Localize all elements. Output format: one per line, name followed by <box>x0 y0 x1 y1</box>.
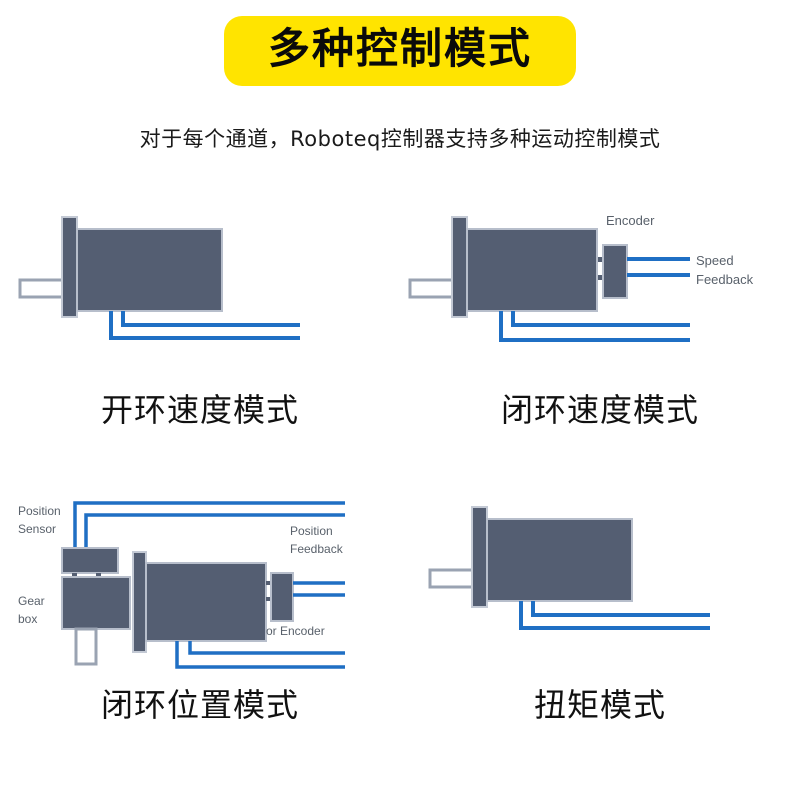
diagram-motor-gearbox-sensor: Position Sensor Gear box Position Feedba… <box>0 485 400 700</box>
motor-shaft <box>408 278 460 299</box>
power-wire-outer <box>175 641 345 669</box>
motor-body <box>76 228 223 312</box>
sensor-wire-outer <box>73 501 345 550</box>
motor-flange <box>471 506 488 608</box>
mode-card-closed-loop-position: Position Sensor Gear box Position Feedba… <box>0 485 400 775</box>
diagram-motor-plain-1 <box>0 195 400 410</box>
motor-body <box>145 562 267 642</box>
mode-caption-open-loop-speed: 开环速度模式 <box>100 391 299 429</box>
subtitle-text: 对于每个通道，Roboteq控制器支持多种运动控制模式 <box>139 127 661 151</box>
label-position-sensor-line1: Position <box>18 504 61 518</box>
sensor-pin-2 <box>96 573 101 577</box>
gearbox-block <box>61 576 131 630</box>
sensor-wire-inner <box>84 513 345 550</box>
mode-caption-closed-loop-position: 闭环位置模式 <box>100 686 299 724</box>
motor-flange <box>132 551 147 653</box>
label-or-encoder: or Encoder <box>266 624 325 638</box>
encoder-pin-2 <box>598 275 602 280</box>
sensor-pin-1 <box>72 573 77 577</box>
motor-shaft <box>428 568 480 589</box>
title-banner: 多种控制模式 <box>0 16 800 87</box>
label-position-sensor-line2: Sensor <box>18 522 56 536</box>
label-encoder: Encoder <box>606 213 655 228</box>
label-gear-line1: Gear <box>18 594 45 608</box>
motor-shaft <box>18 278 70 299</box>
diagram-motor-encoder: Encoder Speed Feedback <box>400 195 800 410</box>
mode-caption-closed-loop-speed: 闭环速度模式 <box>500 391 699 429</box>
label-feedback: Feedback <box>696 272 754 287</box>
motor-flange <box>451 216 468 318</box>
power-wire-outer <box>499 311 690 342</box>
encoder-pin-1 <box>266 581 270 585</box>
position-sensor-block <box>61 547 119 574</box>
power-wire-outer <box>109 311 300 340</box>
encoder-block <box>270 572 294 622</box>
diagram-motor-plain-2 <box>400 485 800 700</box>
label-gear-line2: box <box>18 612 37 626</box>
mode-card-torque: 扭矩模式 <box>400 485 800 775</box>
power-wire-outer <box>519 601 710 630</box>
motor-body <box>486 518 633 602</box>
power-wire-inner <box>531 601 710 617</box>
encoder-pin-1 <box>598 257 602 262</box>
power-wire-inner <box>188 641 345 655</box>
mode-card-closed-loop-speed: Encoder Speed Feedback 闭环速度模式 <box>400 195 800 485</box>
mode-card-open-loop-speed: 开环速度模式 <box>0 195 400 485</box>
encoder-block <box>602 244 628 299</box>
label-position-feedback-line2: Feedback <box>290 542 344 556</box>
banner-pill: 多种控制模式 <box>223 16 576 87</box>
motor-flange <box>61 216 78 318</box>
encoder-pin-2 <box>266 597 270 601</box>
modes-grid: 开环速度模式 E <box>0 195 800 795</box>
power-wire-inner <box>121 311 300 327</box>
power-wire-inner <box>511 311 690 327</box>
banner-title-text: 多种控制模式 <box>267 24 532 73</box>
motor-body <box>466 228 598 312</box>
mode-caption-torque: 扭矩模式 <box>533 686 666 724</box>
label-position-feedback-line1: Position <box>290 524 333 538</box>
gearbox-shaft <box>74 627 98 666</box>
label-speed: Speed <box>696 253 734 268</box>
